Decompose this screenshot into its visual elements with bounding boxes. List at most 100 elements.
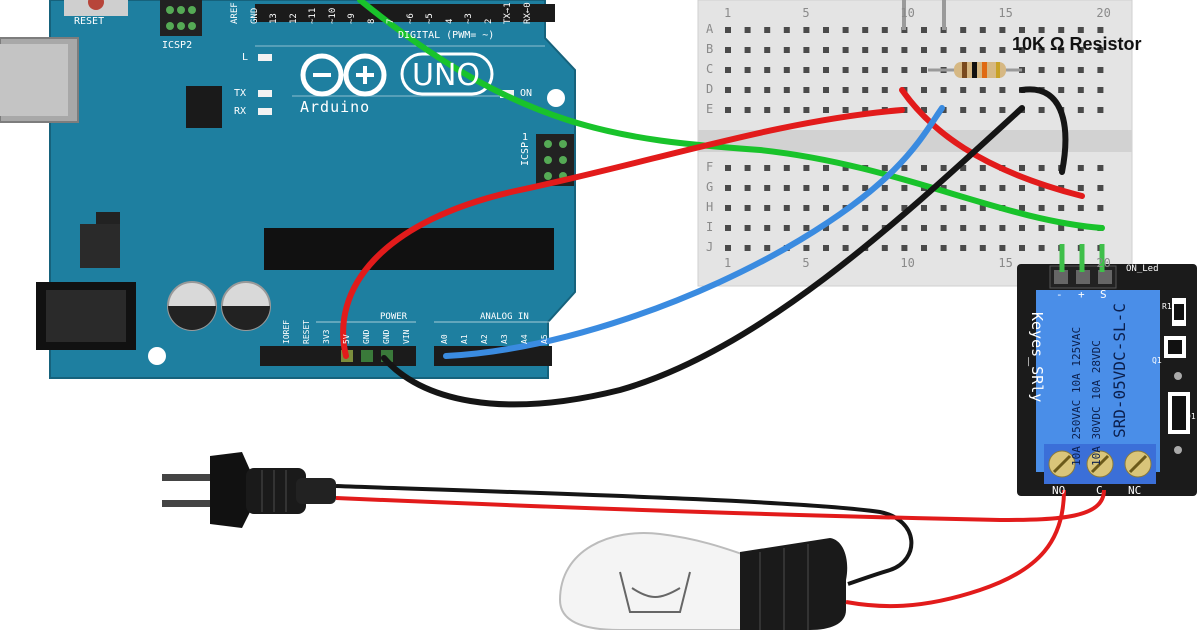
- breadboard-hole: [940, 205, 947, 211]
- breadboard-hole: [803, 27, 810, 33]
- breadboard-row-label: I: [706, 220, 714, 234]
- breadboard-hole: [725, 87, 731, 93]
- breadboard-hole: [881, 165, 888, 171]
- breadboard-hole: [862, 47, 869, 53]
- analog-header: [434, 346, 552, 366]
- analog-pin-label: A4: [520, 334, 529, 344]
- breadboard-hole: [764, 27, 771, 33]
- breadboard-hole: [1038, 27, 1045, 33]
- breadboard-hole: [725, 245, 731, 251]
- breadboard-hole: [1019, 245, 1025, 251]
- breadboard-hole: [960, 27, 967, 33]
- digital-pin-label: 13: [269, 13, 279, 24]
- digital-pin-label: GND: [249, 7, 260, 24]
- breadboard-column-label: 1: [724, 6, 732, 20]
- breadboard-column-label: 15: [998, 256, 1013, 270]
- arduino-model-label: UNO: [412, 58, 481, 93]
- breadboard-hole: [940, 225, 947, 231]
- digital-pin-label: ~11: [308, 7, 318, 24]
- breadboard-row-label: B: [706, 42, 714, 56]
- breadboard-hole: [764, 245, 771, 251]
- led-rx-label: RX: [234, 106, 247, 117]
- breadboard-hole: [881, 47, 888, 53]
- breadboard-hole: [744, 245, 751, 251]
- breadboard-hole: [783, 165, 790, 171]
- breadboard-hole: [823, 87, 829, 93]
- breadboard-hole: [744, 225, 751, 231]
- breadboard-hole: [921, 225, 927, 231]
- breadboard-hole: [803, 165, 810, 171]
- screw-nc: [1124, 450, 1152, 478]
- breadboard-hole: [1019, 225, 1025, 231]
- breadboard-hole: [1038, 185, 1045, 191]
- breadboard-hole: [979, 87, 986, 93]
- power-label: POWER: [380, 312, 408, 322]
- digital-header: [255, 4, 555, 22]
- arduino-brand-label: Arduino: [300, 98, 371, 116]
- breadboard-hole: [783, 107, 790, 113]
- breadboard-hole: [764, 87, 771, 93]
- breadboard-hole: [881, 245, 888, 251]
- breadboard-hole: [901, 225, 908, 231]
- breadboard-hole: [764, 67, 771, 73]
- breadboard-hole: [725, 165, 731, 171]
- breadboard-hole: [1058, 87, 1065, 93]
- icsp2-header: [160, 0, 202, 36]
- breadboard-hole: [842, 47, 849, 53]
- icsp-pin-one-label: 1: [522, 132, 529, 143]
- breadboard-hole: [979, 225, 986, 231]
- breadboard-hole: [744, 205, 751, 211]
- relay-pin-s-label: S: [1100, 288, 1107, 301]
- breadboard-column-label: 10: [900, 256, 915, 270]
- breadboard-hole: [823, 107, 829, 113]
- breadboard-hole: [1077, 165, 1084, 171]
- breadboard-hole: [803, 185, 810, 191]
- breadboard-column-label: 5: [802, 6, 810, 20]
- analog-pin-label: A5: [540, 334, 549, 344]
- wire-black-relay: [1019, 86, 1069, 175]
- screw-no: [1048, 450, 1076, 478]
- analog-pin-label: A3: [500, 334, 509, 344]
- capacitors: [167, 281, 271, 331]
- breadboard-hole: [881, 27, 888, 33]
- digital-pin-label: ~6: [405, 13, 416, 24]
- breadboard-hole: [1038, 205, 1045, 211]
- breadboard-hole: [921, 205, 927, 211]
- breadboard-hole: [842, 245, 849, 251]
- breadboard-hole: [725, 67, 731, 73]
- breadboard-hole: [901, 47, 908, 53]
- breadboard-hole: [1058, 27, 1065, 33]
- breadboard-hole: [960, 225, 967, 231]
- breadboard-hole: [803, 67, 810, 73]
- breadboard-hole: [744, 67, 751, 73]
- breadboard-hole: [979, 245, 986, 251]
- breadboard-hole: [725, 107, 731, 113]
- analog-label: ANALOG IN: [480, 312, 529, 322]
- digital-pin-label: 7: [386, 18, 396, 24]
- terminal-no-label: NO: [1052, 484, 1066, 497]
- breadboard-hole: [960, 185, 967, 191]
- breadboard-hole: [1038, 107, 1045, 113]
- breadboard-hole: [901, 245, 908, 251]
- mounting-hole: [547, 89, 565, 107]
- wire-green-signal: [357, 0, 1105, 231]
- breadboard-hole: [744, 27, 751, 33]
- breadboard-hole: [783, 47, 790, 53]
- breadboard-hole: [1077, 27, 1084, 33]
- breadboard-hole: [1038, 165, 1045, 171]
- breadboard-row-label: E: [706, 102, 714, 116]
- wire-blue-analog: [443, 105, 945, 359]
- breadboard-hole: [744, 185, 751, 191]
- breadboard-hole: [1058, 67, 1065, 73]
- breadboard-hole: [842, 185, 849, 191]
- breadboard-hole: [979, 165, 986, 171]
- breadboard-hole: [901, 205, 908, 211]
- breadboard-hole: [842, 225, 849, 231]
- breadboard-hole: [999, 225, 1006, 231]
- breadboard-row-label: A: [706, 22, 714, 36]
- mounting-hole: [148, 347, 166, 365]
- digital-pin-label: 12: [288, 13, 299, 24]
- power-pin-label: 3V3: [322, 329, 331, 344]
- breadboard-hole: [960, 205, 967, 211]
- breadboard-hole: [862, 87, 869, 93]
